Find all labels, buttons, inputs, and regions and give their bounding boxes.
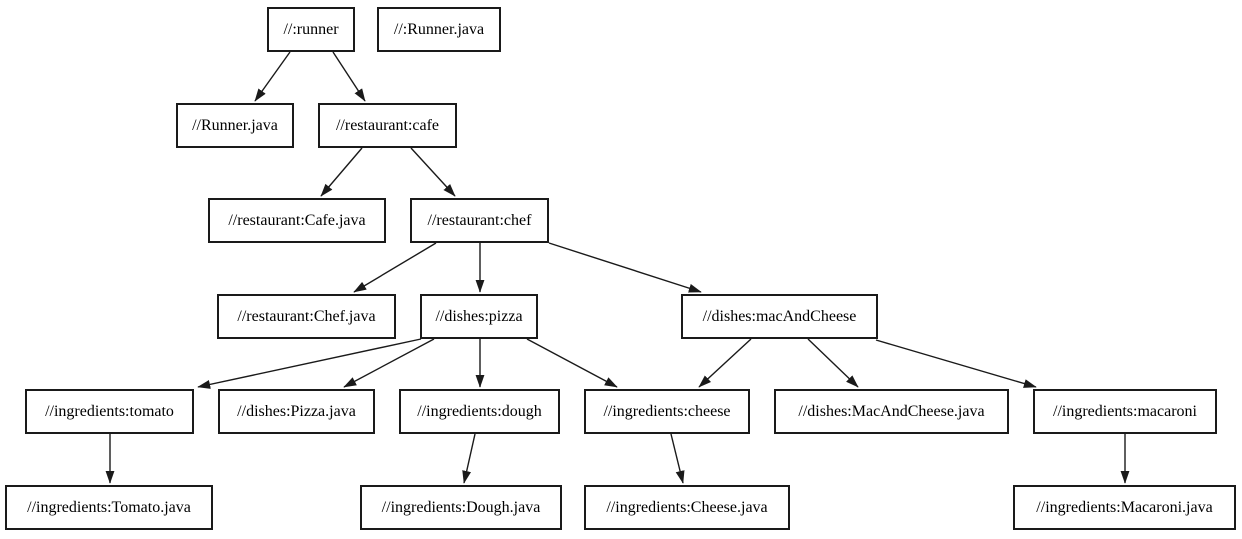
graph-edge-cafe-to-cafe-java	[320, 147, 363, 197]
graph-edge-chef-to-chef-java	[353, 242, 437, 293]
graph-node-pizza: //dishes:pizza	[420, 294, 538, 339]
node-label: //ingredients:dough	[417, 402, 542, 420]
graph-edge-mac-and-cheese-to-cheese	[698, 338, 752, 388]
graph-edge-chef-to-mac-and-cheese	[548, 242, 702, 293]
graph-node-cafe: //restaurant:cafe	[318, 103, 457, 148]
node-label: //dishes:Pizza.java	[237, 402, 356, 420]
graph-edge-runner-to-cafe	[332, 51, 366, 102]
graph-edges	[105, 51, 1130, 484]
node-label: //restaurant:chef	[427, 211, 532, 229]
graph-node-cheese: //ingredients:cheese	[584, 389, 750, 434]
graph-node-tomato-java: //ingredients:Tomato.java	[5, 485, 213, 530]
graph-edge-cheese-to-cheese-java	[670, 433, 685, 484]
node-label: //Runner.java	[192, 116, 278, 134]
node-label: //dishes:macAndCheese	[702, 307, 857, 325]
graph-node-macaroni: //ingredients:macaroni	[1033, 389, 1217, 434]
node-label: //dishes:MacAndCheese.java	[798, 402, 985, 420]
graph-edge-mac-and-cheese-to-mac-and-cheese-java	[807, 338, 859, 388]
node-label: //restaurant:cafe	[335, 116, 440, 134]
node-label: //ingredients:cheese	[603, 402, 731, 420]
graph-edge-dough-to-dough-java	[462, 433, 476, 484]
graph-node-runner: //:runner	[267, 7, 355, 52]
node-label: //ingredients:Dough.java	[381, 498, 541, 516]
node-label: //restaurant:Cafe.java	[228, 211, 366, 229]
graph-node-chef: //restaurant:chef	[410, 198, 549, 243]
graph-node-cafe-java: //restaurant:Cafe.java	[208, 198, 386, 243]
graph-edge-mac-and-cheese-to-macaroni	[875, 339, 1037, 388]
graph-node-mac-and-cheese-java: //dishes:MacAndCheese.java	[774, 389, 1009, 434]
graph-edge-cafe-to-chef	[410, 147, 456, 197]
node-label: //ingredients:Cheese.java	[606, 498, 768, 516]
graph-edge-pizza-to-pizza-java	[343, 338, 435, 388]
graph-edge-pizza-to-tomato	[197, 338, 422, 389]
graph-node-dough: //ingredients:dough	[399, 389, 560, 434]
graph-edge-runner-to-runner-java	[254, 51, 291, 102]
node-label: //:Runner.java	[393, 20, 485, 38]
graph-node-pizza-java: //dishes:Pizza.java	[218, 389, 375, 434]
graph-node-chef-java: //restaurant:Chef.java	[217, 294, 396, 339]
node-label: //:runner	[283, 20, 339, 38]
node-label: //ingredients:Macaroni.java	[1036, 498, 1213, 516]
graph-node-dough-java: //ingredients:Dough.java	[360, 485, 562, 530]
graph-node-tomato: //ingredients:tomato	[25, 389, 194, 434]
node-label: //restaurant:Chef.java	[237, 307, 376, 325]
graph-node-runner-java: //Runner.java	[176, 103, 294, 148]
node-label: //dishes:pizza	[435, 307, 523, 325]
node-label: //ingredients:macaroni	[1053, 402, 1197, 420]
graph-node-macaroni-java: //ingredients:Macaroni.java	[1013, 485, 1236, 530]
graph-node-mac-and-cheese: //dishes:macAndCheese	[681, 294, 878, 339]
graph-node-runner-java-root: //:Runner.java	[377, 7, 501, 52]
node-label: //ingredients:tomato	[45, 402, 174, 420]
graph-edge-pizza-to-cheese	[526, 338, 618, 388]
node-label: //ingredients:Tomato.java	[27, 498, 191, 516]
graph-node-cheese-java: //ingredients:Cheese.java	[584, 485, 790, 530]
